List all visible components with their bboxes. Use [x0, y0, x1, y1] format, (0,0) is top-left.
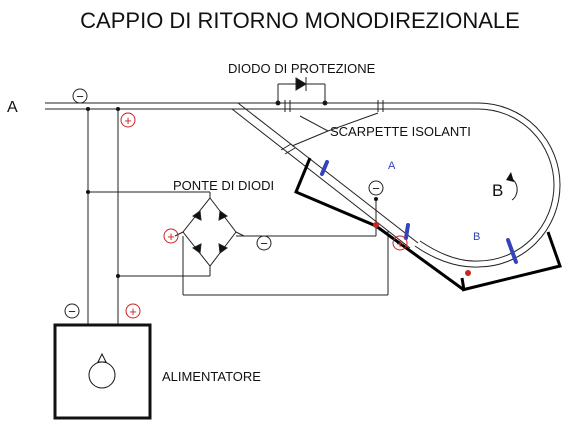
- diode-bridge: [174, 197, 245, 267]
- power-supply: [53, 323, 152, 420]
- direction-arrow-head: [506, 172, 514, 182]
- blue-insulators: [320, 160, 518, 264]
- red-contacts: [373, 222, 471, 276]
- power-supply-label: ALIMENTATORE: [162, 369, 261, 384]
- loop-label-b-direction: B: [492, 181, 503, 200]
- junction-dots: [86, 107, 378, 278]
- svg-text:+: +: [124, 113, 132, 128]
- svg-text:−: −: [260, 236, 268, 251]
- svg-text:−: −: [76, 89, 84, 104]
- svg-text:+: +: [129, 304, 137, 319]
- loop-label-a: A: [388, 160, 396, 172]
- polarity-plus-bridge: +: [163, 228, 179, 244]
- polarity-minus-bridge: −: [256, 235, 272, 251]
- feeder-wires: [87, 109, 389, 325]
- svg-text:−: −: [372, 181, 380, 196]
- polarity-plus-supply: +: [125, 303, 141, 319]
- svg-text:−: −: [68, 304, 76, 319]
- insulators-label: SCARPETTE ISOLANTI: [330, 124, 471, 139]
- polarity-plus-section: +: [392, 235, 408, 251]
- protection-diode: [275, 77, 328, 106]
- svg-text:+: +: [167, 229, 175, 244]
- polarity-plus-track: +: [120, 112, 136, 128]
- polarity-minus-track: −: [72, 88, 88, 104]
- diode-label: DIODO DI PROTEZIONE: [228, 61, 376, 76]
- svg-text:+: +: [396, 236, 404, 251]
- polarity-minus-section: −: [368, 180, 384, 196]
- polarity-minus-supply: −: [64, 303, 80, 319]
- bridge-label: PONTE DI DIODI: [173, 178, 274, 193]
- loop-label-b: B: [473, 231, 480, 243]
- insulator-leaders: [291, 112, 379, 147]
- track-end-label-a: A: [7, 99, 18, 116]
- diagram-title: CAPPIO DI RITORNO MONODIREZIONALE: [80, 8, 520, 33]
- main-track: [45, 102, 561, 268]
- reversing-section-outline: [294, 157, 562, 292]
- insulator-marks: [280, 100, 384, 155]
